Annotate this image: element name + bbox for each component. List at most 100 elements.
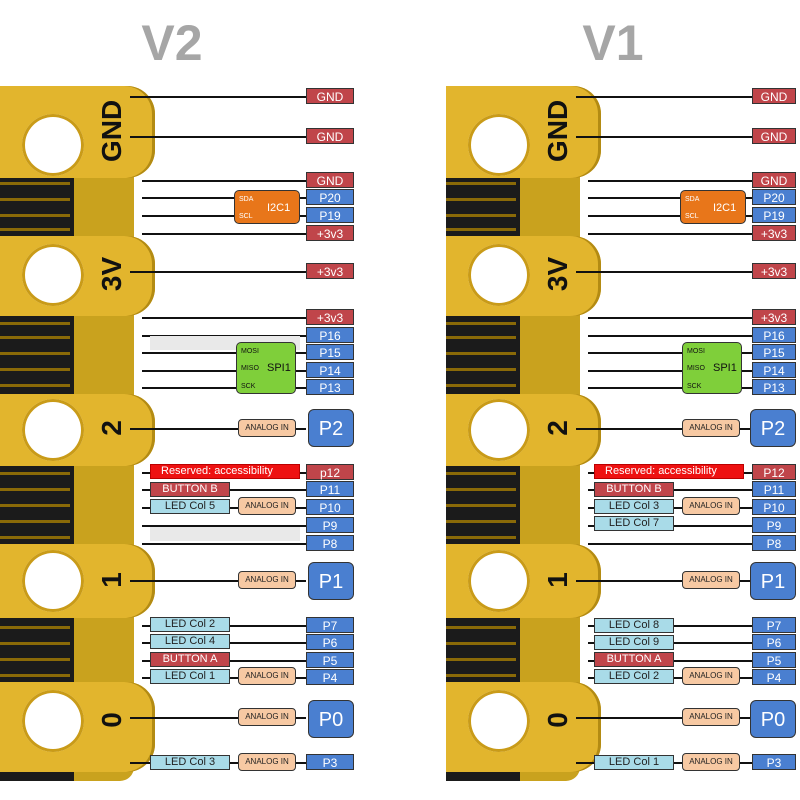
v1-pin-p4: P4	[752, 669, 796, 685]
v1-pin-p19: P19	[752, 207, 796, 223]
v1-i2c-sda: SDA	[685, 196, 700, 203]
v2-pin-gnd-2: GND	[306, 128, 354, 144]
pad-3v-hole	[22, 244, 84, 306]
v1-reserved: Reserved: accessibility	[594, 464, 744, 479]
v2-pin-p8: P8	[306, 535, 354, 551]
v1-analog-p3: ANALOG IN	[682, 753, 740, 771]
v1-i2c-scl: SCL	[685, 213, 699, 220]
v2-button-a: BUTTON A	[150, 652, 230, 667]
v2-analog-p0: ANALOG IN	[238, 708, 296, 726]
v1-pin-p6: P6	[752, 634, 796, 650]
v1-spi-miso: MISO	[687, 365, 705, 372]
pad-1-label: 1	[96, 572, 127, 588]
v1-pin-3v3-3: +3v3	[752, 309, 796, 325]
v2-pin-p12: p12	[306, 464, 354, 480]
v1-led-p3: LED Col 1	[594, 755, 674, 770]
v1-pin-p13: P13	[752, 379, 796, 395]
v2-pin-p11: P11	[306, 481, 354, 497]
v2-pin-p7: P7	[306, 617, 354, 633]
v1-pin-p2: P2	[750, 409, 796, 447]
v1-title: V1	[582, 15, 644, 71]
v2-pin-p14: P14	[306, 362, 354, 378]
v2-pin-3v3-2: +3v3	[306, 263, 354, 279]
v2-spi-sck: SCK	[241, 383, 256, 390]
v2-pin-p16: P16	[306, 327, 354, 343]
v2-pin-p1: P1	[308, 562, 354, 600]
pad-gnd-label: GND	[96, 99, 127, 162]
v1-pad-3v-hole	[468, 244, 530, 306]
v2-led-p10: LED Col 5	[150, 499, 230, 514]
v1-pin-3v3-1: +3v3	[752, 225, 796, 241]
v1-pad-1-label: 1	[542, 572, 573, 588]
v2-pin-p0: P0	[308, 700, 354, 738]
v2-spi-miso: MISO	[241, 365, 259, 372]
v1-i2c-block: SDA SCL I2C1	[680, 190, 746, 224]
v1-button-b: BUTTON B	[594, 482, 674, 497]
v2-pin-p19: P19	[306, 207, 354, 223]
v1-pad-gnd-hole	[468, 114, 530, 176]
v2-button-b: BUTTON B	[150, 482, 230, 497]
v1-analog-p4: ANALOG IN	[682, 667, 740, 685]
v1-pin-p16: P16	[752, 327, 796, 343]
v2-pin-p20: P20	[306, 189, 354, 205]
v2-pin-3v3-1: +3v3	[306, 225, 354, 241]
v2-spi-name: SPI1	[267, 362, 291, 374]
v1-pin-p5: P5	[752, 652, 796, 668]
v2-analog-p2: ANALOG IN	[238, 419, 296, 437]
v1-pin-p10: P10	[752, 499, 796, 515]
pad-0-label: 0	[96, 712, 127, 728]
v2-spi-block: MOSI MISO SCK SPI1	[236, 342, 296, 394]
v2-pin-p6: P6	[306, 634, 354, 650]
pad-0-hole	[22, 690, 84, 752]
v1-led-p9: LED Col 7	[594, 516, 674, 531]
v1-spi-sck: SCK	[687, 383, 702, 390]
v1-pin-p3: P3	[752, 754, 796, 770]
pad-1-hole	[22, 550, 84, 612]
v2-pin-p4: P4	[306, 669, 354, 685]
v1-analog-p0: ANALOG IN	[682, 708, 740, 726]
v1-pad-0-label: 0	[542, 712, 573, 728]
v1-pin-p8: P8	[752, 535, 796, 551]
v2-i2c-sda: SDA	[239, 196, 254, 203]
pad-gnd-hole	[22, 114, 84, 176]
v1-analog-p10: ANALOG IN	[682, 497, 740, 515]
v1-pin-gnd-3: GND	[752, 172, 796, 188]
v2-edge-connector: GND 3V 2 1 0	[0, 86, 155, 781]
v2-spi-mosi: MOSI	[241, 348, 259, 355]
v2-pin-p9: P9	[306, 517, 354, 533]
v1-pin-p0: P0	[750, 700, 796, 738]
v1-pin-p1: P1	[750, 562, 796, 600]
v1-pin-p12: P12	[752, 464, 796, 480]
v1-pin-gnd-2: GND	[752, 128, 796, 144]
v1-spi-mosi: MOSI	[687, 348, 705, 355]
v1-pin-3v3-2: +3v3	[752, 263, 796, 279]
v2-pin-gnd-1: GND	[306, 88, 354, 104]
v2-led-p3: LED Col 3	[150, 755, 230, 770]
v1-edge-connector: GND 3V 2 1 0	[446, 86, 601, 781]
pad-2-hole	[22, 399, 84, 461]
v1-pad-3v-label: 3V	[542, 256, 573, 292]
v1-pin-p9: P9	[752, 517, 796, 533]
v2-title: V2	[141, 15, 203, 71]
v1-pad-2-label: 2	[542, 420, 573, 436]
v2-i2c-scl: SCL	[239, 213, 253, 220]
v1-pin-p15: P15	[752, 344, 796, 360]
v1-led-p7: LED Col 8	[594, 618, 674, 633]
v2-i2c-name: I2C1	[267, 202, 291, 214]
v2-analog-p3: ANALOG IN	[238, 753, 296, 771]
v1-pin-p11: P11	[752, 481, 796, 497]
v2-pin-p10: P10	[306, 499, 354, 515]
v1-analog-p2: ANALOG IN	[682, 419, 740, 437]
v2-pin-p13: P13	[306, 379, 354, 395]
v1-pin-p14: P14	[752, 362, 796, 378]
v2-analog-p1: ANALOG IN	[238, 571, 296, 589]
v1-pin-p7: P7	[752, 617, 796, 633]
v2-pin-gnd-3: GND	[306, 172, 354, 188]
v1-pad-gnd-label: GND	[542, 99, 573, 162]
v1-led-p10: LED Col 3	[594, 499, 674, 514]
v1-pin-p20: P20	[752, 189, 796, 205]
v2-pin-p15: P15	[306, 344, 354, 360]
pad-3v-label: 3V	[96, 256, 127, 292]
v1-pad-1-hole	[468, 550, 530, 612]
v1-i2c-name: I2C1	[713, 202, 737, 214]
